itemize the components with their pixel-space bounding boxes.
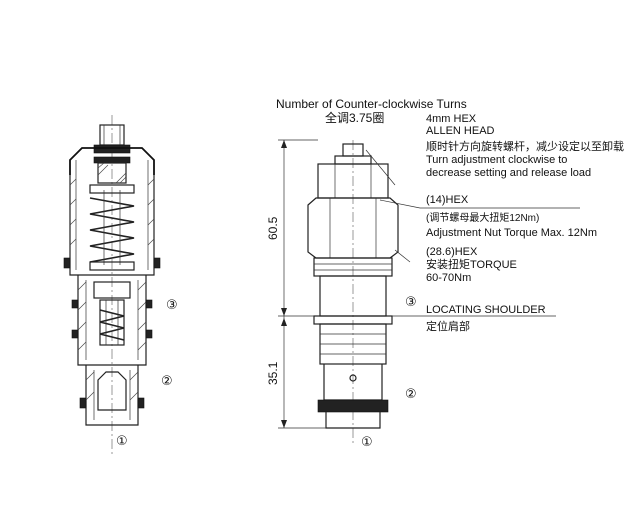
adjust-note-line1: Turn adjustment clockwise to [426, 154, 567, 166]
valve-nose [79, 365, 145, 426]
port-3-label: ③ [166, 297, 178, 312]
allen-head-leader [365, 149, 396, 186]
nut-hex-leader [379, 199, 580, 209]
bonnet [63, 147, 161, 276]
body-hex-leader [394, 249, 411, 263]
turns-heading-cn: 全调3.75圈 [325, 110, 384, 125]
valve-body [71, 275, 153, 366]
dimension-upper-label: 60.5 [266, 216, 280, 240]
port-2-label-right: ② [405, 386, 417, 401]
adjust-note-cn: 顺时针方向旋转螺杆，减少设定以至卸载 [426, 139, 624, 153]
allen-size: 4mm HEX [426, 113, 477, 125]
annotations: Number of Counter-clockwise Turns 全调3.75… [276, 97, 624, 333]
nut-hex: (14)HEX [426, 194, 469, 206]
spring [89, 184, 135, 271]
adjust-note-line2: decrease setting and release load [426, 167, 591, 179]
shoulder-label: LOCATING SHOULDER [426, 304, 546, 316]
port-1-label-right: ① [361, 434, 373, 449]
allen-head: ALLEN HEAD [426, 125, 495, 137]
adjusting-screw [93, 124, 131, 184]
lower-body [317, 323, 389, 429]
port-1-label: ① [116, 433, 128, 448]
body-torque: 60-70Nm [426, 272, 471, 284]
port-2-label: ② [161, 373, 173, 388]
turns-heading: Number of Counter-clockwise Turns [276, 97, 467, 111]
shoulder-label-cn: 定位肩部 [426, 319, 470, 333]
sectional-view: ③ ② ① [63, 115, 178, 455]
body-torque-cn: 安装扭矩TORQUE [426, 257, 517, 271]
exterior-view: 60.5 35.1 ③ ② ① [266, 139, 580, 449]
port-3-label-right: ③ [405, 294, 417, 309]
dimension-lower-label: 35.1 [266, 361, 280, 385]
dimension-lower: 35.1 [266, 316, 326, 429]
nut-torque: Adjustment Nut Torque Max. 12Nm [426, 227, 597, 239]
dimension-upper: 60.5 [266, 139, 318, 317]
body-hex-size: (28.6)HEX [426, 246, 478, 258]
nut-torque-cn: (调节螺母最大扭矩12Nm) [426, 211, 539, 224]
